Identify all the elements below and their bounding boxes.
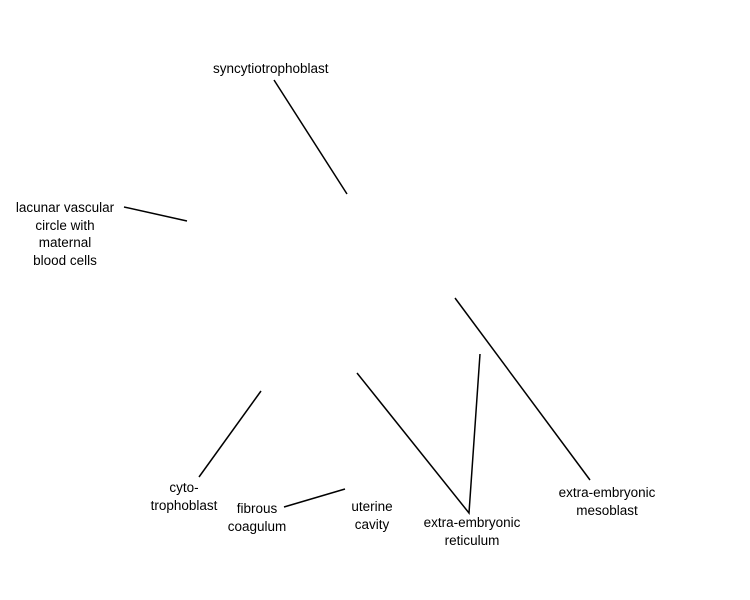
label-line: blood cells <box>33 252 97 268</box>
fibrous-coagulum-label: fibrous coagulum <box>218 500 296 535</box>
label-line: fibrous <box>236 501 278 516</box>
fibrous-coagulum-leader <box>283 488 346 508</box>
uterine-cavity-label: uterine cavity <box>340 498 404 533</box>
extra-embryonic-mesoblast-label: extra-embryonic mesoblast <box>549 484 665 519</box>
label-line: cavity <box>354 516 390 532</box>
label-line: extra-embryonic <box>558 485 656 500</box>
label-line: lacunar vascular <box>15 200 115 215</box>
label-line: maternal <box>38 235 92 250</box>
lacunar-vascular-circle-label: lacunar vascular circle with maternal bl… <box>10 199 120 269</box>
label-line: mesoblast <box>576 502 638 518</box>
cytotrophoblast-leader <box>198 390 262 478</box>
label-line: extra-embryonic <box>423 515 521 530</box>
label-line: reticulum <box>444 532 500 548</box>
syncytiotrophoblast-leader <box>273 79 348 195</box>
extra-embryonic-reticulum-label: extra-embryonic reticulum <box>414 514 530 549</box>
syncytiotrophoblast-label: syncytiotrophoblast <box>213 60 329 78</box>
lacunar-leader <box>123 206 188 222</box>
label-line: trophoblast <box>150 497 218 513</box>
label-line: syncytiotrophoblast <box>213 61 329 76</box>
label-line: uterine <box>351 499 393 514</box>
label-line: coagulum <box>227 518 287 534</box>
label-line: cyto- <box>169 480 199 495</box>
extra-embryonic-mesoblast-leader <box>454 297 591 481</box>
extra-embryonic-reticulum-leader <box>356 353 481 515</box>
label-line: circle with <box>35 217 95 233</box>
cytotrophoblast-label: cyto- trophoblast <box>140 479 228 514</box>
